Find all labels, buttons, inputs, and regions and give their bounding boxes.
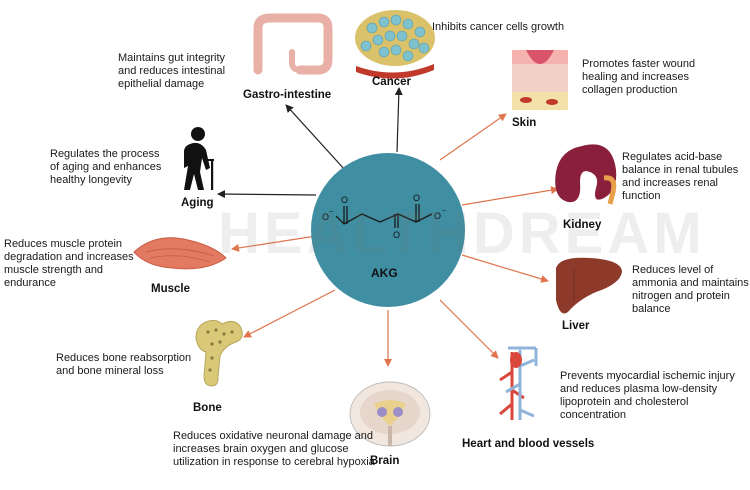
aging-label: Aging: [181, 197, 214, 209]
elderly-person-icon: [184, 127, 214, 190]
heart-label: Heart and blood vessels: [462, 438, 595, 450]
watermark: HEALTHDREAM: [218, 201, 706, 266]
akg-atoms: O O − O O O −: [322, 193, 446, 240]
arrow-aging: [217, 190, 317, 199]
gastro-label: Gastro-intestine: [243, 89, 332, 101]
brain-label: Brain: [370, 455, 400, 467]
skin-label: Skin: [512, 117, 537, 129]
liver-label: Liver: [562, 320, 590, 332]
bone-icon: [195, 319, 243, 387]
aging-description: Regulates the process of aging and enhan…: [50, 148, 162, 186]
akg-circle: [311, 153, 465, 307]
arrow-kidney: [461, 186, 559, 206]
arrow-liver: [461, 254, 549, 283]
arrow-cancer: [394, 87, 403, 153]
arrow-muscle: [231, 235, 317, 252]
svg-text:O: O: [393, 230, 400, 240]
cancer-cells-icon: [355, 10, 435, 79]
gastro-description: Maintains gut integrity and reduces inte…: [118, 52, 226, 90]
kidney-label: Kidney: [563, 219, 602, 231]
liver-description: Reduces level of ammonia and maintains n…: [632, 264, 749, 315]
kidney-icon: [555, 144, 617, 205]
muscle-description: Reduces muscle protein degradation and i…: [4, 238, 134, 289]
heart-description: Prevents myocardial ischemic injury and …: [560, 370, 735, 421]
brain-icon: [349, 381, 431, 447]
arrow-bone: [243, 289, 336, 338]
skin-description: Promotes faster wound healing and increa…: [582, 58, 696, 96]
kidney-description: Regulates acid-base balance in renal tub…: [622, 151, 739, 202]
center-label: AKG: [371, 266, 398, 280]
svg-text:O: O: [322, 212, 329, 222]
muscle-label: Muscle: [151, 283, 190, 295]
liver-icon: [556, 257, 622, 314]
svg-text:O: O: [341, 195, 348, 205]
svg-text:O: O: [413, 193, 420, 203]
skin-icon: [512, 50, 568, 110]
cancer-label: Cancer: [372, 76, 411, 88]
akg-molecule-structure: [335, 204, 433, 228]
cancer-description: Inhibits cancer cells growth: [432, 21, 565, 33]
arrow-gastro: [285, 104, 346, 171]
muscle-icon: [133, 237, 227, 270]
bone-description: Reduces bone reabsorption and bone miner…: [56, 352, 192, 377]
intestine-icon: [253, 13, 333, 75]
blood-vessels-icon: [499, 346, 538, 420]
brain-description: Reduces oxidative neuronal damage and in…: [173, 430, 375, 468]
arrow-skin: [439, 113, 507, 161]
svg-text:−: −: [442, 208, 446, 215]
svg-text:−: −: [329, 209, 333, 216]
svg-text:O: O: [434, 211, 441, 221]
bone-label: Bone: [193, 402, 222, 414]
arrow-heart: [439, 299, 499, 359]
